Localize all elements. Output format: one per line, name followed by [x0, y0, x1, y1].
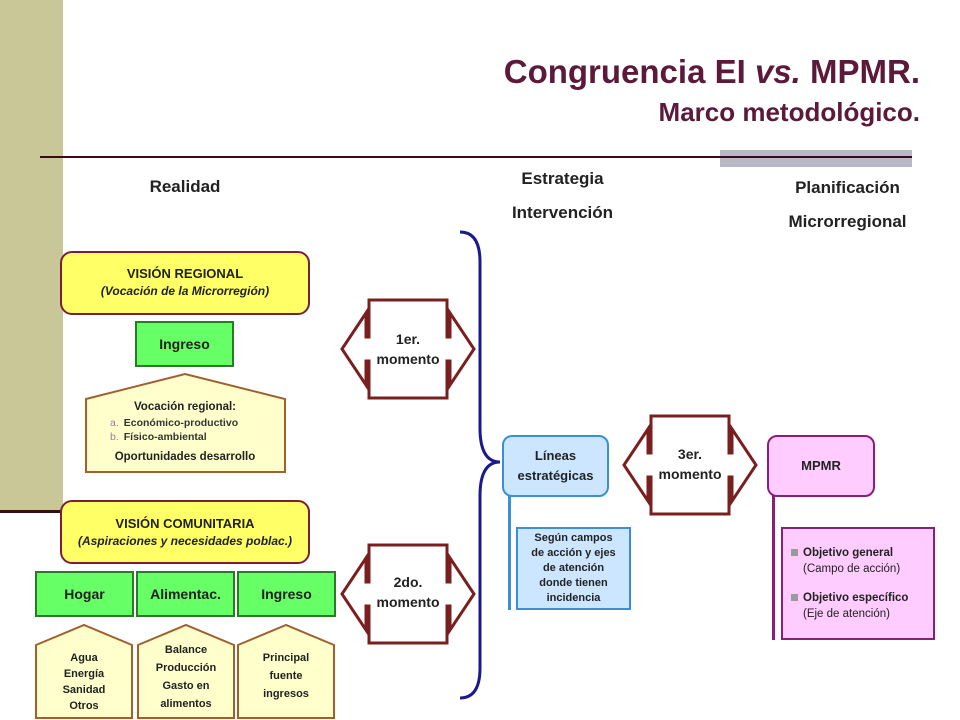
- detail-hogar: Agua Energía Sanidad Otros: [35, 623, 133, 719]
- svg-text:b.Físico-ambiental: b.Físico-ambiental: [110, 431, 207, 443]
- momento-3-arrow: 3er. momento: [622, 414, 758, 516]
- vocacion-footer: Oportunidades desarrollo: [115, 451, 256, 463]
- svg-text:ingresos: ingresos: [263, 688, 309, 700]
- svg-text:Balance: Balance: [165, 644, 207, 656]
- detail-alimentac: Balance Producción Gasto en alimentos: [137, 623, 235, 719]
- momento-1-arrow: 1er. momento: [340, 298, 476, 400]
- vocacion-title: Vocación regional:: [134, 401, 236, 413]
- category-alimentac: Alimentac.: [136, 571, 235, 617]
- vision-comunitaria-box: VISIÓN COMUNITARIA (Aspiraciones y neces…: [60, 500, 310, 564]
- lineas-connector: [508, 495, 511, 610]
- objetivos-box: Objetivo general (Campo de acción) Objet…: [781, 527, 935, 640]
- ingreso-regional-box: Ingreso: [135, 321, 234, 367]
- svg-text:alimentos: alimentos: [160, 698, 211, 710]
- detail-ingreso: Principal fuente ingresos: [237, 623, 335, 719]
- svg-text:momento: momento: [377, 594, 440, 610]
- vision-regional-box: VISIÓN REGIONAL (Vocación de la Microrre…: [60, 251, 310, 315]
- title-line-1: Congruencia EI vs. MPMR.: [503, 53, 920, 90]
- lineas-estrategicas-box: Líneas estratégicas: [502, 435, 609, 497]
- svg-text:1er.: 1er.: [396, 331, 420, 347]
- category-hogar: Hogar: [35, 571, 134, 617]
- objetivo-general: Objetivo general: [791, 545, 933, 561]
- svg-text:Otros: Otros: [69, 700, 98, 712]
- title-divider: [40, 150, 912, 167]
- svg-text:Principal: Principal: [263, 652, 309, 664]
- mpmr-box: MPMR: [767, 435, 875, 497]
- page-title: Congruencia EI vs. MPMR. Marco metodológ…: [504, 50, 920, 130]
- column-heading-planificacion: Planificación Microrregional: [788, 178, 907, 231]
- svg-text:3er.: 3er.: [678, 446, 702, 462]
- svg-text:Agua: Agua: [70, 652, 98, 664]
- svg-text:Energía: Energía: [64, 668, 105, 680]
- svg-text:momento: momento: [377, 351, 440, 367]
- svg-text:Producción: Producción: [156, 662, 217, 674]
- column-heading-estrategia: Estrategia Intervención: [511, 169, 614, 222]
- column-heading-realidad: Realidad: [149, 177, 221, 196]
- category-ingreso: Ingreso: [237, 571, 336, 617]
- svg-text:fuente: fuente: [270, 670, 303, 682]
- mpmr-connector: [772, 495, 775, 640]
- momento-2-arrow: 2do. momento: [340, 543, 476, 645]
- vocacion-box: Vocación regional: a.Económico-productiv…: [85, 372, 286, 473]
- svg-text:2do.: 2do.: [394, 574, 423, 590]
- brace-connector: [459, 230, 501, 700]
- svg-text:a.Económico-productivo: a.Económico-productivo: [110, 417, 238, 429]
- sidebar-divider: [0, 510, 63, 513]
- objetivo-especifico: Objetivo específico: [791, 590, 933, 606]
- svg-text:momento: momento: [659, 466, 722, 482]
- title-line-2: Marco metodológico.: [658, 97, 920, 127]
- svg-text:Gasto en: Gasto en: [162, 680, 209, 692]
- svg-text:Sanidad: Sanidad: [63, 684, 106, 696]
- sidebar-band: [0, 0, 63, 512]
- segun-campos-box: Según campos de acción y ejes de atenció…: [516, 527, 631, 610]
